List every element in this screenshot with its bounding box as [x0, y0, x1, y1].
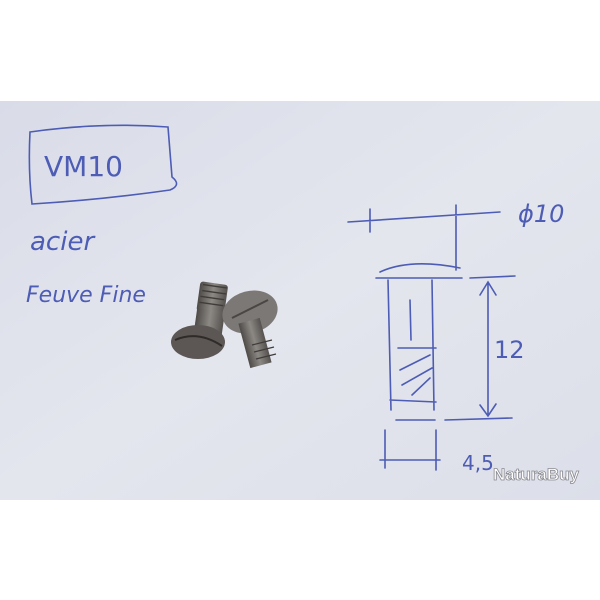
note-text: Feuve Fine — [26, 283, 146, 308]
label-box-outline — [28, 124, 178, 205]
length-label: 12 — [494, 336, 525, 364]
shank-label: 4,5 — [462, 451, 494, 475]
screw-diagram: ϕ10 12 4,5 — [347, 200, 564, 475]
diagram-strokes — [347, 204, 516, 471]
screw-right — [222, 290, 278, 369]
diameter-label: ϕ10 — [518, 200, 564, 228]
watermark: NaturaBuy — [493, 465, 580, 484]
paper-background — [0, 101, 600, 500]
screw-left — [171, 281, 228, 359]
label-box-text: VM10 — [44, 150, 123, 183]
material-text: acier — [30, 227, 96, 257]
